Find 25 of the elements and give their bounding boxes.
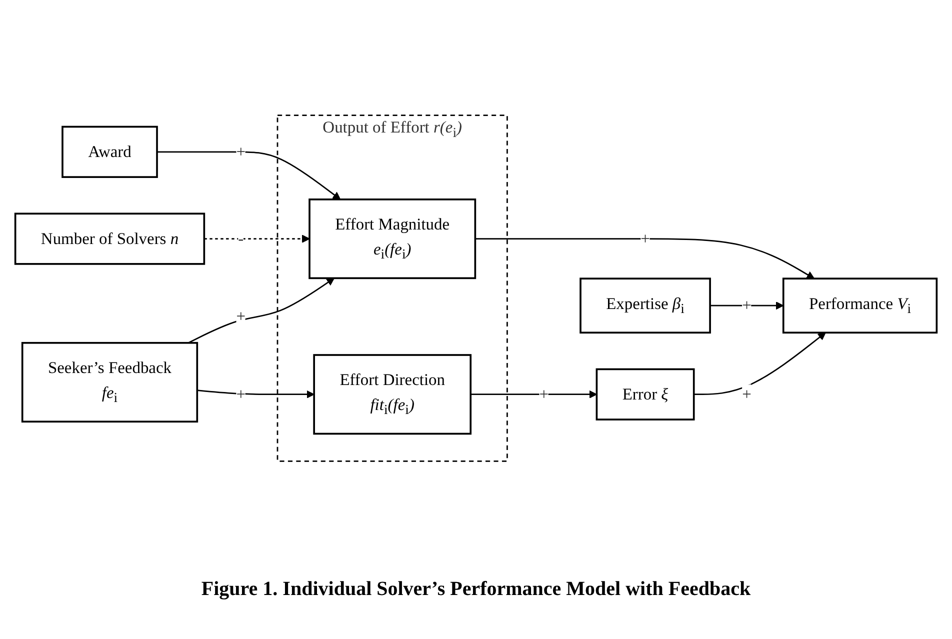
edge-label: + [742, 296, 752, 314]
node-box: Award [62, 126, 158, 178]
arrow [470, 390, 598, 398]
edge-label: - [238, 228, 244, 248]
edge-label: + [236, 306, 246, 326]
arrow [188, 278, 335, 344]
arrow [694, 332, 826, 395]
figure-caption: Figure 1. Individual Solver’s Performance Model with Feedback [201, 578, 751, 601]
arrow [204, 234, 310, 243]
edge-label: + [742, 384, 752, 403]
edge-label: + [236, 142, 246, 160]
edge-label: + [236, 384, 246, 403]
node-box: Seeker’s Feedback fe$_{i}$ [21, 342, 198, 422]
node-box: Effort Magnitude e$_{i}$(fe$_{i}$) [308, 198, 476, 279]
node-box: Performance V$_{i}$ [782, 277, 938, 334]
node-box: Number of Solvers n [14, 212, 206, 265]
node-box: Error ξ [596, 368, 695, 420]
edge-label: + [640, 228, 650, 248]
edge-label: + [539, 384, 548, 403]
arrow [710, 301, 784, 310]
node-box: Effort Direction fit$_{i}$(fe$_{i}$) [313, 354, 472, 434]
arrow [197, 389, 314, 398]
node-box: Expertise β$_{i}$ [580, 277, 711, 334]
arrow [157, 150, 341, 200]
arrow [475, 238, 815, 279]
